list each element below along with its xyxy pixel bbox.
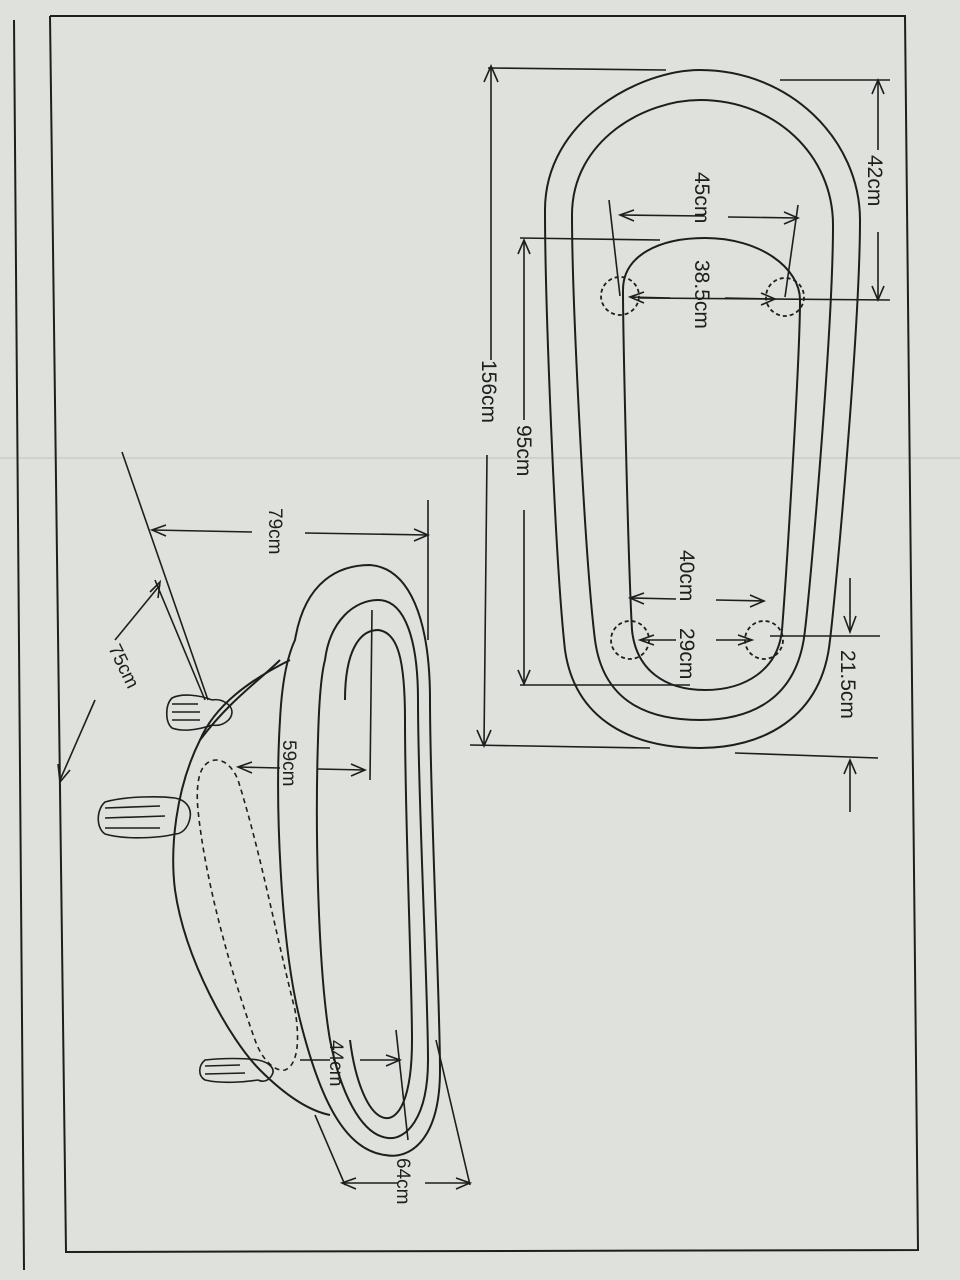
- top-view-basin: [621, 236, 802, 692]
- label-foot-height: 64cm: [392, 1158, 413, 1204]
- dimension-labels: 156cm 95cm 42cm 21.5cm 45cm 38.5cm 40cm …: [104, 155, 886, 1204]
- side-view-tub-body: [172, 659, 331, 1116]
- top-view-middle-rim: [570, 98, 835, 722]
- head-right-hole-icon: [765, 277, 805, 317]
- side-view-inner-rim: [315, 598, 430, 1140]
- side-view-basin-shadow: [344, 628, 414, 1120]
- left-margin-line: [13, 19, 25, 1271]
- label-depth-top: 79cm: [264, 508, 285, 554]
- side-view-inner-footprint: [196, 759, 299, 1071]
- label-interior-width: 59cm: [278, 740, 299, 786]
- sheet-border: [49, 15, 920, 1254]
- label-foot-hole-outer: 40cm: [675, 550, 698, 601]
- label-head-outer-width: 42cm: [863, 155, 886, 206]
- top-view-dimension-lines: [469, 64, 891, 812]
- side-view-tub-bottom: [199, 659, 281, 741]
- side-view: [172, 563, 442, 1157]
- claw-foot-icon: [198, 1057, 274, 1084]
- label-foot-outer-width: 21.5cm: [836, 650, 859, 719]
- label-foot-hole-inner: 29cm: [675, 628, 698, 679]
- head-left-hole-icon: [600, 276, 640, 316]
- top-view: [543, 68, 862, 750]
- label-head-hole-outer: 45cm: [690, 172, 713, 223]
- claw-foot-icon: [97, 796, 192, 839]
- side-view-outer-rim: [277, 563, 442, 1157]
- label-overall-length: 156cm: [477, 360, 500, 423]
- claw-foot-icon: [165, 694, 233, 731]
- label-head-hole-inner: 38.5cm: [690, 260, 713, 329]
- claw-feet: [97, 694, 274, 1084]
- top-view-outer-rim: [543, 68, 862, 750]
- label-foot-interior: 44cm: [325, 1040, 346, 1086]
- side-view-dimension-lines: [57, 451, 473, 1190]
- label-drain-spacing: 95cm: [512, 425, 535, 476]
